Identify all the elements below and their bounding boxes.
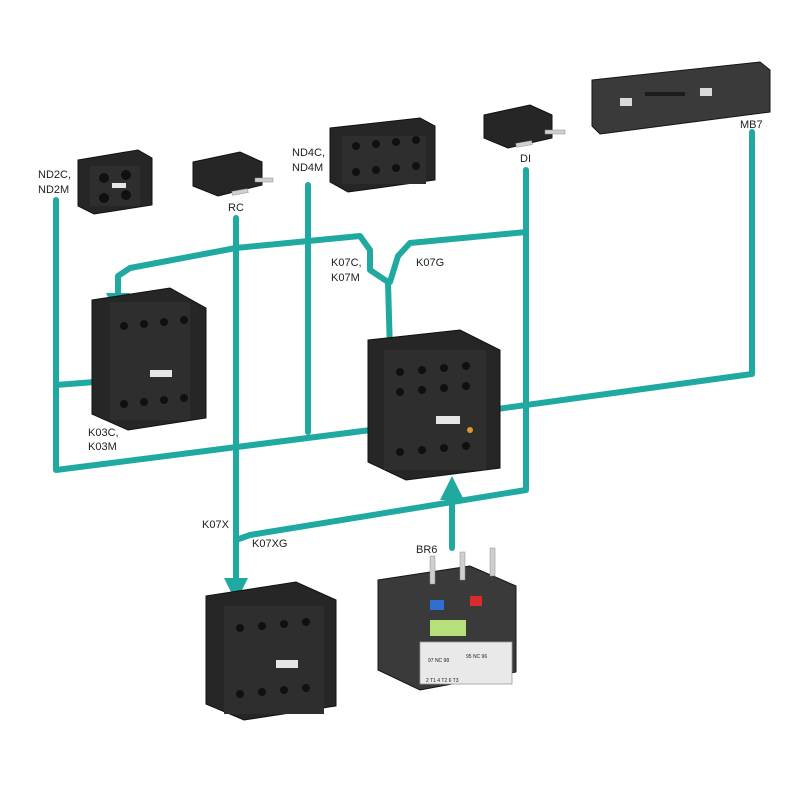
- connector-lines: [53, 129, 755, 602]
- label-nd2c: ND2C,: [38, 169, 71, 181]
- label-k07m: K07M: [331, 272, 360, 284]
- label-k03m: K03M: [88, 441, 117, 453]
- label-k03c: K03C,: [88, 427, 119, 439]
- nd4c-auxiliary-block: [329, 117, 436, 193]
- label-di: DI: [520, 153, 531, 165]
- connector-di-to-k07g: [387, 229, 529, 285]
- label-nd2m: ND2M: [38, 184, 69, 196]
- label-mb7: MB7: [740, 119, 763, 131]
- component-labels: ND2C, ND2M RC ND4C, ND4M DI MB7 K07C, K0…: [38, 119, 763, 556]
- label-rc: RC: [228, 202, 244, 214]
- label-nd4c: ND4C,: [292, 147, 325, 159]
- br6-range-label-b: 95 NC 96: [466, 654, 487, 660]
- label-nd4m: ND4M: [292, 162, 323, 174]
- connector-di-to-k07x: [233, 167, 529, 543]
- k07c-contactor: [367, 329, 501, 481]
- k07x-contactor: [205, 581, 337, 721]
- rc-suppressor: [192, 151, 274, 197]
- connector-nd2c-to-k07: [53, 197, 422, 473]
- label-br6: BR6: [416, 544, 437, 556]
- mb7-mechanical-interlock: [591, 61, 771, 135]
- label-k07c: K07C,: [331, 257, 362, 269]
- nd2c-auxiliary-block: [77, 149, 153, 215]
- br6-thermal-overload-relay: 97 NC 98 95 NC 96 2 T1 4 T2 6 T3: [377, 547, 517, 691]
- k03c-contactor: [91, 287, 207, 431]
- label-k07x: K07X: [202, 519, 230, 531]
- label-k07xg: K07XG: [252, 538, 287, 550]
- connector-nd4c-cross: [233, 233, 402, 364]
- connector-mb7-to-k07: [456, 129, 755, 424]
- br6-terminal-labels: 2 T1 4 T2 6 T3: [426, 678, 459, 684]
- di-diode-module: [483, 104, 566, 149]
- connector-top-to-k03c: [106, 245, 239, 317]
- br6-range-label-a: 97 NC 98: [428, 658, 449, 664]
- label-k07g: K07G: [416, 257, 444, 269]
